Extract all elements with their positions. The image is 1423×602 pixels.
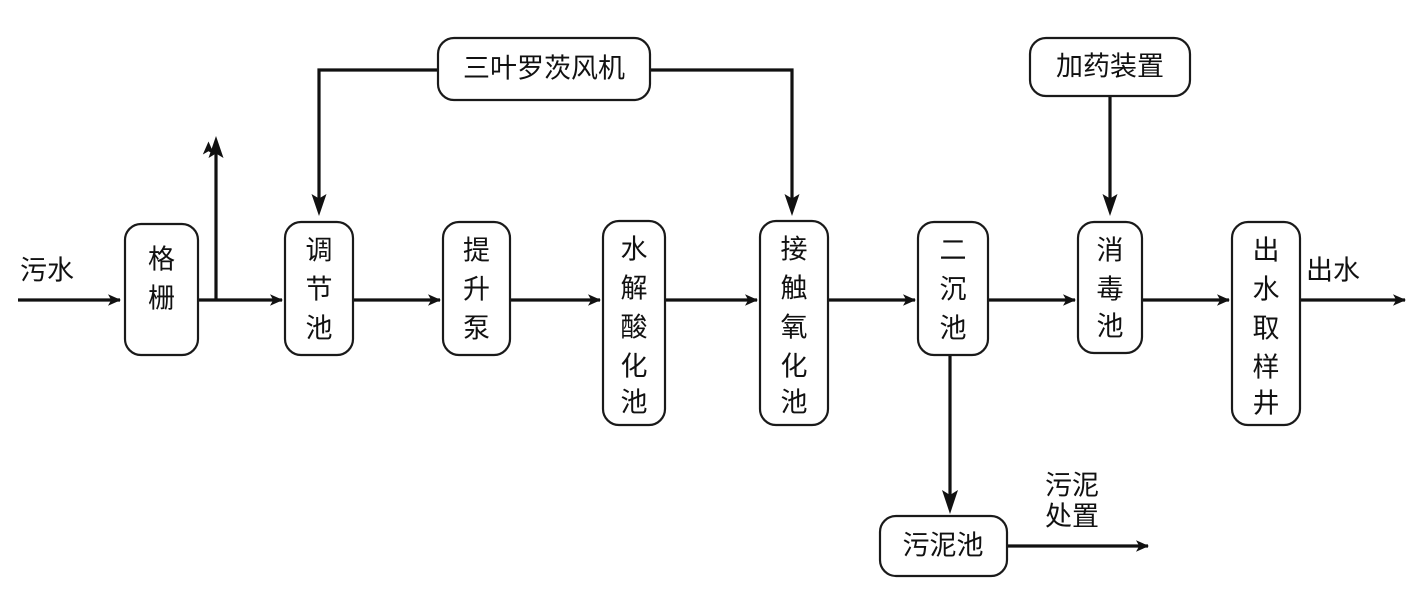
svg-text:池: 池 (621, 388, 648, 419)
node-dosing-device[interactable]: 加药装置 (1028, 36, 1192, 98)
svg-text:化: 化 (781, 352, 808, 383)
edge-secondary-to-sludgetank (942, 355, 958, 514)
svg-text:池: 池 (940, 314, 967, 345)
svg-text:三叶罗茨风机: 三叶罗茨风机 (463, 54, 625, 85)
svg-text:加药装置: 加药装置 (1056, 52, 1164, 83)
svg-text:氧: 氧 (781, 313, 808, 344)
svg-text:水: 水 (1253, 275, 1280, 306)
svg-text:样: 样 (1253, 353, 1280, 384)
edge-dosing-to-disinfection (1102, 96, 1118, 216)
svg-text:二: 二 (940, 236, 967, 267)
svg-text:出: 出 (1253, 236, 1280, 267)
svg-text:接: 接 (781, 235, 808, 266)
node-effluent-sampling-well[interactable]: 出 水 取 样 井 (1230, 220, 1302, 427)
svg-text:池: 池 (306, 314, 333, 345)
node-roots-blower[interactable]: 三叶罗茨风机 (436, 36, 652, 102)
svg-text:沉: 沉 (940, 275, 967, 306)
svg-text:酸: 酸 (621, 313, 648, 344)
node-contact-oxidation-tank[interactable]: 接 触 氧 化 池 (758, 219, 830, 427)
svg-text:污泥池: 污泥池 (903, 531, 984, 562)
node-disinfection-tank[interactable]: 消 毒 池 (1076, 220, 1144, 355)
label-effluent: 出水 (1306, 256, 1360, 287)
svg-text:水: 水 (621, 235, 648, 266)
node-regulating-tank[interactable]: 调 节 池 (283, 220, 355, 357)
svg-text:调: 调 (306, 236, 333, 267)
label-influent: 污水 (20, 256, 74, 287)
svg-text:取: 取 (1253, 314, 1280, 345)
svg-text:触: 触 (781, 274, 808, 305)
node-grating[interactable]: 格 栅 (123, 222, 200, 357)
svg-text:毒: 毒 (1097, 275, 1124, 306)
node-lift-pump[interactable]: 提 升 泵 (441, 220, 512, 357)
label-sludge-disposal-line1: 污泥 (1045, 471, 1099, 502)
svg-text:提: 提 (463, 236, 490, 267)
svg-text:化: 化 (621, 352, 648, 383)
node-sludge-tank[interactable]: 污泥池 (878, 514, 1009, 578)
edge-blower-to-regulating (311, 68, 438, 216)
svg-text:升: 升 (463, 275, 490, 306)
svg-text:池: 池 (781, 388, 808, 419)
svg-text:池: 池 (1097, 312, 1124, 343)
svg-text:泵: 泵 (463, 314, 490, 345)
label-sludge-disposal-line2: 处置 (1045, 502, 1099, 533)
edge-blower-to-contactoxidation (650, 68, 800, 216)
svg-text:解: 解 (621, 274, 648, 305)
svg-text:消: 消 (1097, 236, 1124, 267)
svg-text:节: 节 (306, 275, 333, 306)
svg-text:栅: 栅 (148, 284, 175, 315)
svg-text:格: 格 (148, 245, 175, 276)
svg-text:井: 井 (1253, 389, 1280, 420)
node-secondary-clarifier[interactable]: 二 沉 池 (916, 220, 990, 357)
edge-screenings-up (202, 136, 224, 300)
node-hydrolysis-acidification-tank[interactable]: 水 解 酸 化 池 (601, 219, 667, 427)
